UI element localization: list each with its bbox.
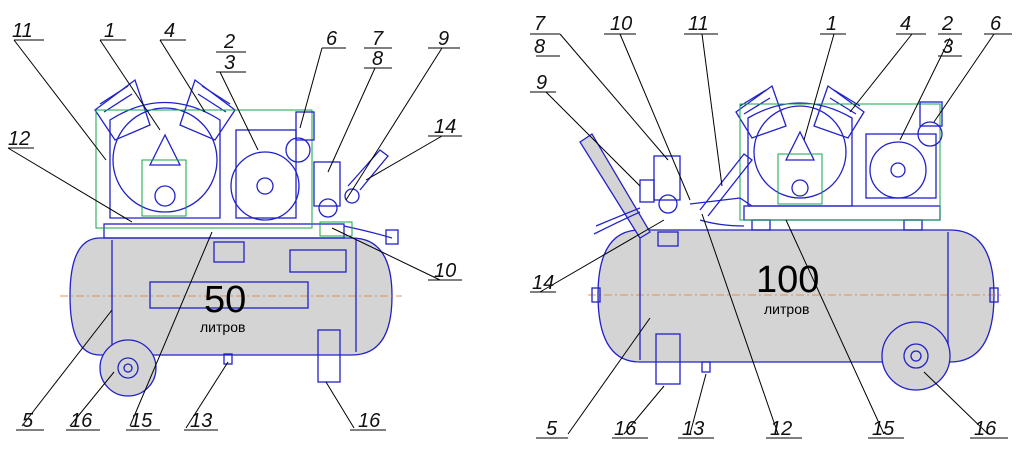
right-callout-4: 4 xyxy=(900,13,911,35)
left-tank xyxy=(69,237,393,356)
left-compressor: 50 литров xyxy=(7,20,462,432)
left-callout-13: 13 xyxy=(190,410,212,432)
right-compressor: 100 литров xyxy=(530,13,1012,440)
left-callout-6: 6 xyxy=(326,28,338,50)
right-callout-14: 14 xyxy=(532,272,554,294)
right-callout-5: 5 xyxy=(546,418,558,440)
right-leaders xyxy=(530,33,1012,439)
right-callout-9: 9 xyxy=(536,72,547,94)
right-callout-3: 3 xyxy=(942,36,953,58)
right-wheel xyxy=(881,321,951,391)
right-callout-6: 6 xyxy=(990,13,1002,35)
right-callout-7: 7 xyxy=(534,13,546,35)
left-callout-7: 7 xyxy=(372,28,384,50)
right-callout-13: 13 xyxy=(682,418,704,440)
left-callout-14: 14 xyxy=(434,116,456,138)
left-pressure-switch xyxy=(313,149,399,245)
left-foot xyxy=(317,329,341,383)
right-callout-12: 12 xyxy=(770,418,792,440)
right-callout-2: 2 xyxy=(941,13,953,35)
left-wheel xyxy=(99,339,157,397)
left-callout-2: 2 xyxy=(223,31,235,53)
left-callout-3: 3 xyxy=(224,52,235,74)
left-callout-9: 9 xyxy=(438,28,449,50)
left-capacity-unit: литров xyxy=(200,319,245,335)
right-handle xyxy=(579,133,651,239)
left-callout-12: 12 xyxy=(8,128,30,150)
right-callout-16b: 16 xyxy=(974,418,997,440)
right-capacity-value: 100 xyxy=(756,259,819,301)
left-callout-4: 4 xyxy=(164,20,175,42)
left-leaders xyxy=(7,39,462,431)
left-callout-8: 8 xyxy=(372,48,383,70)
right-pressure-switch xyxy=(593,153,753,247)
right-callout-15: 15 xyxy=(872,418,895,440)
right-callout-1: 1 xyxy=(826,13,837,35)
left-callout-11: 11 xyxy=(12,20,33,42)
left-callout-16a: 16 xyxy=(70,410,93,432)
left-capacity-value: 50 xyxy=(204,279,246,321)
right-motor xyxy=(865,101,943,199)
left-compressor-head xyxy=(94,78,313,229)
right-callout-11: 11 xyxy=(688,13,709,35)
left-callout-15: 15 xyxy=(130,410,153,432)
left-callout-16b: 16 xyxy=(358,410,381,432)
right-callout-10: 10 xyxy=(610,13,632,35)
right-compressor-head xyxy=(735,84,941,221)
left-callout-10: 10 xyxy=(434,260,456,282)
right-callout-8: 8 xyxy=(534,36,545,58)
right-callout-16a: 16 xyxy=(614,418,637,440)
right-capacity-unit: литров xyxy=(764,301,809,317)
left-callout-1: 1 xyxy=(104,20,115,42)
left-label-plate xyxy=(149,281,309,309)
right-foot xyxy=(655,333,681,385)
left-callout-5: 5 xyxy=(22,410,34,432)
left-motor xyxy=(230,111,315,221)
